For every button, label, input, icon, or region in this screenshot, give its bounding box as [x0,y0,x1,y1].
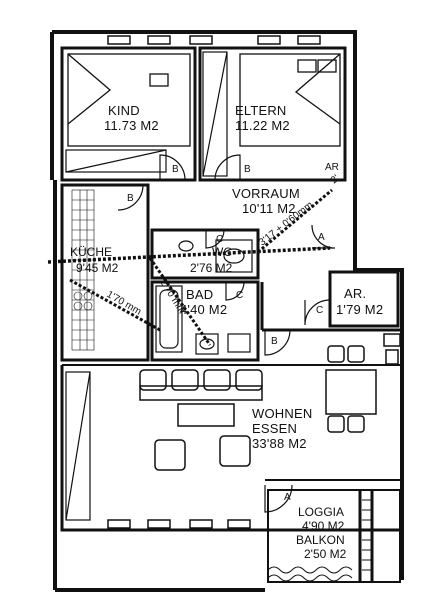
room-balkon-name: BALKON [296,533,345,547]
room-ar-small-name: AR [325,162,339,173]
room-vorraum-area: 10'11 M2 [242,201,296,216]
door-tag-b-kind: B [172,164,179,175]
room-labels: KIND 11.73 M2 ELTERN 11.22 M2 VORRAUM 10… [70,103,383,561]
room-loggia-area: 4'90 M2 [302,519,345,533]
door-tag-a-entry: A [318,232,325,243]
room-eltern-area: 11.22 M2 [235,118,290,133]
room-balkon-area: 2'50 M2 [304,547,347,561]
room-kind-name: KIND [108,103,140,118]
door-tag-b-eltern: B [244,164,251,175]
exterior-walls [50,30,404,592]
door-tag-c-wc: C [216,234,223,245]
door-tag-c-bad: C [236,290,243,301]
room-bad-name: BAD [186,287,213,302]
door-tag-c-ar: C [316,305,323,316]
room-kueche-name: KÜCHE [70,245,112,259]
room-vorraum-name: VORRAUM [232,186,300,201]
door-tag-b-vorraum: B [127,193,134,204]
room-loggia-name: LOGGIA [298,505,344,519]
beds [67,53,341,147]
living-furniture [139,333,401,471]
bath-fixtures [155,239,253,355]
room-abstell-name: AR. [344,286,366,301]
room-abstell-area: 1'79 M2 [336,302,383,317]
loggia-hatch [267,489,401,583]
measure-m4: 2' [329,173,342,186]
room-wohnen-name: WOHNEN [252,406,312,421]
room-kind-area: 11.73 M2 [104,118,159,133]
door-tag-b-bad-lower: B [271,336,278,347]
room-eltern-name: ELTERN [235,103,287,118]
door-tags: B B B A C C C B A [127,164,325,503]
room-wc-area: 2'76 M2 [190,261,233,275]
room-essen-name: ESSEN [252,421,297,436]
room-wohnen-area: 33'88 M2 [252,436,307,451]
room-bad-area: 4'40 M2 [180,302,227,317]
room-kueche-area: 9'45 M2 [76,261,119,275]
door-tag-a-loggia: A [284,492,291,503]
measurement-lines [47,188,333,346]
room-wc-name: WC [212,245,232,259]
